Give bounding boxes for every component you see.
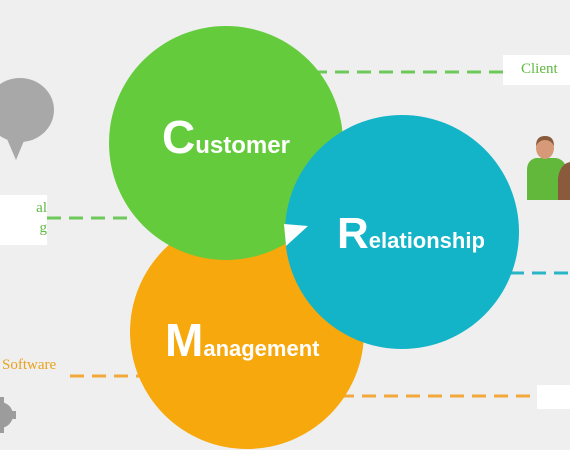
- social-label-line2: g: [39, 220, 48, 236]
- management-title: Management: [165, 314, 320, 366]
- social-label-line1: al: [36, 200, 47, 216]
- management-rest: anagement: [203, 336, 320, 361]
- speech-bubble-icon: [0, 78, 54, 160]
- relationship-circle: [285, 115, 519, 349]
- bottom-right-label: [537, 385, 570, 409]
- customer-rest: ustomer: [195, 132, 290, 159]
- software-label: Software: [0, 354, 70, 376]
- relationship-rest: elationship: [369, 228, 485, 253]
- software-label-text: Software: [2, 357, 57, 373]
- social-label: al g: [0, 195, 47, 245]
- client-label-text: Client: [521, 61, 558, 77]
- management-initial: M: [165, 314, 203, 366]
- center-gap: [284, 224, 308, 246]
- relationship-title: Relationship: [337, 209, 485, 258]
- customer-circle: [109, 26, 343, 260]
- gear-icon: [0, 397, 16, 433]
- people-icon: [527, 136, 570, 200]
- relationship-initial: R: [337, 209, 369, 258]
- client-label: Client: [503, 55, 570, 85]
- customer-initial: C: [162, 111, 195, 163]
- customer-title: Customer: [162, 111, 290, 163]
